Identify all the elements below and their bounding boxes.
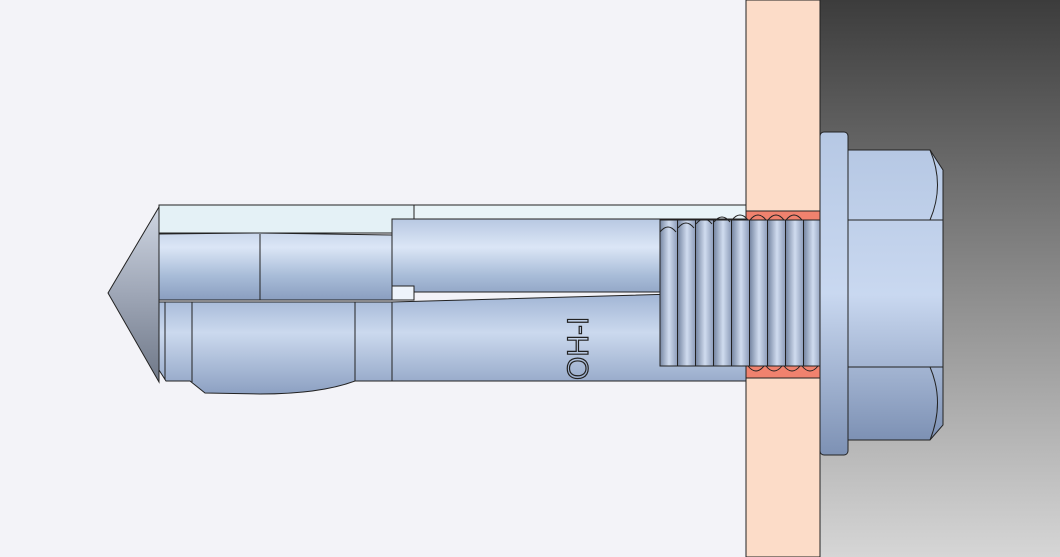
lower-sleeve bbox=[158, 291, 747, 395]
bolt-marking: OH-I bbox=[562, 317, 595, 380]
thread-crests bbox=[659, 214, 819, 372]
washer bbox=[819, 131, 849, 456]
hex-nut-chamfer-top bbox=[929, 149, 938, 221]
upper-sleeve bbox=[158, 218, 747, 301]
sleeve-slot bbox=[391, 285, 415, 301]
sleeve-top-step bbox=[158, 204, 415, 234]
expansion-cone bbox=[107, 205, 160, 384]
hex-nut bbox=[847, 149, 944, 441]
threaded-bolt bbox=[659, 219, 821, 367]
hex-nut-chamfer-bottom bbox=[929, 366, 938, 441]
